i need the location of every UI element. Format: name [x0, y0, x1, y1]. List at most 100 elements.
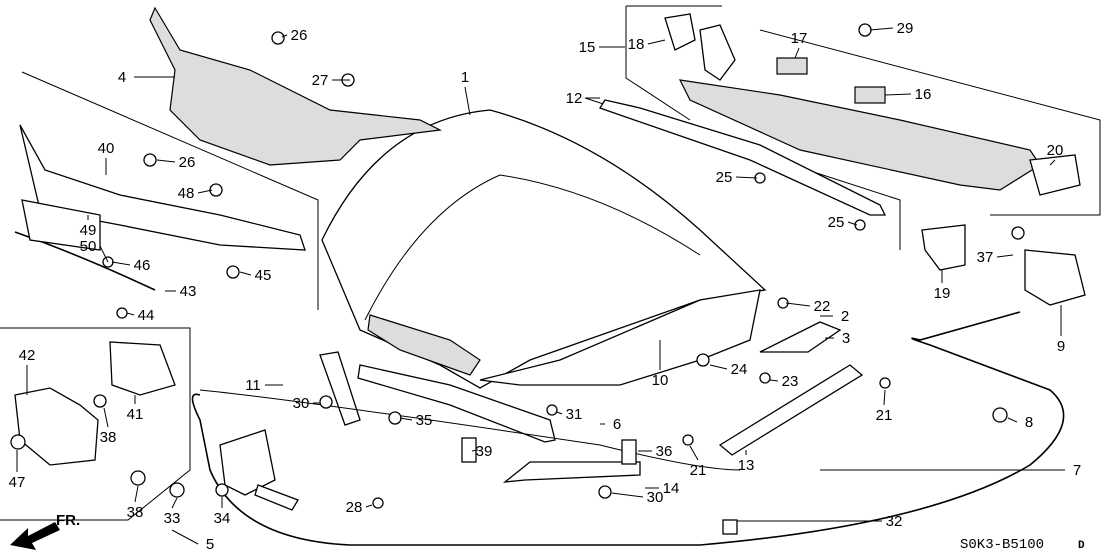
leader-line-21 [883, 389, 886, 406]
leader-line-45 [239, 271, 252, 276]
callout-47: 47 [9, 474, 26, 491]
hood-latch [219, 429, 276, 496]
callout-26: 26 [179, 154, 196, 171]
leader-line-22 [785, 302, 811, 307]
callout-27: 27 [312, 72, 329, 89]
rail-bracket-14 [502, 461, 641, 483]
callout-40: 40 [98, 140, 115, 157]
callout-1: 1 [461, 69, 469, 86]
callout-45: 45 [255, 267, 272, 284]
callout-31: 31 [566, 406, 583, 423]
callout-19: 19 [934, 285, 951, 302]
leader-line-44 [126, 312, 135, 316]
callout-30: 30 [293, 395, 310, 412]
callout-5: 5 [206, 536, 214, 553]
callout-30: 30 [647, 489, 664, 506]
callout-42: 42 [19, 347, 36, 364]
callout-22: 22 [814, 298, 831, 315]
diagram-suffix: D [1078, 540, 1085, 552]
callout-35: 35 [416, 412, 433, 429]
callout-21: 21 [690, 462, 707, 479]
cowl-end-right [1029, 154, 1081, 196]
leader-lines [16, 27, 1065, 545]
callout-11: 11 [245, 377, 261, 394]
leader-line-25 [847, 221, 858, 226]
leader-line-25 [735, 176, 758, 179]
leader-line-39 [471, 449, 479, 452]
callout-14: 14 [663, 480, 680, 497]
cowl-group-frame [625, 5, 1101, 216]
hood-panel [321, 109, 767, 389]
callout-8: 8 [1025, 414, 1033, 431]
callout-49: 49 [80, 222, 97, 239]
lock-cover [14, 387, 99, 466]
leader-line-26 [281, 34, 288, 38]
callout-15: 15 [579, 39, 596, 56]
lock-group-frame [0, 327, 191, 521]
callout-37: 37 [977, 249, 994, 266]
hinge-bracket [921, 224, 966, 271]
callout-17: 17 [791, 30, 808, 47]
callout-20: 20 [1047, 142, 1064, 159]
callout-39: 39 [476, 443, 493, 460]
leader-line-48 [197, 189, 213, 194]
leader-line-26 [156, 159, 176, 163]
callout-13: 13 [738, 457, 755, 474]
callout-16: 16 [915, 86, 932, 103]
callout-25: 25 [716, 169, 733, 186]
hood-lock [109, 341, 176, 396]
callout-10: 10 [652, 372, 669, 389]
callout-38: 38 [100, 429, 117, 446]
callout-50: 50 [80, 238, 97, 255]
leader-line-8 [1007, 417, 1018, 423]
callout-38: 38 [127, 504, 144, 521]
hood-seal [599, 99, 887, 216]
callout-28: 28 [346, 499, 363, 516]
callout-7: 7 [1073, 462, 1081, 479]
fasteners [10, 23, 1025, 535]
hood-support-strut [718, 364, 864, 456]
grille-opening [367, 314, 481, 376]
front-direction-label: FR. [56, 512, 80, 529]
cable-loop [199, 389, 741, 471]
front-rail [357, 364, 556, 443]
callout-29: 29 [897, 20, 914, 37]
callout-25: 25 [828, 214, 845, 231]
callout-33: 33 [164, 510, 181, 527]
callout-12: 12 [566, 90, 583, 107]
callout-41: 41 [127, 406, 144, 423]
hood-insulator [479, 289, 761, 386]
latch-lever [254, 484, 299, 511]
leader-line-28 [365, 504, 373, 508]
callout-36: 36 [656, 443, 673, 460]
callout-6: 6 [613, 416, 621, 433]
clip-18 [664, 13, 696, 51]
callout-46: 46 [134, 257, 151, 274]
clip-16 [854, 86, 886, 104]
callout-21: 21 [876, 407, 893, 424]
callout-48: 48 [178, 185, 195, 202]
leader-line-23 [769, 379, 779, 382]
callout-4: 4 [118, 69, 126, 86]
diagram-code: S0K3-B5100 [960, 537, 1044, 553]
callout-44: 44 [138, 307, 155, 324]
leader-line-37 [996, 254, 1014, 258]
front-direction-arrow-icon [10, 522, 60, 550]
leader-line-38 [103, 407, 109, 428]
leader-line-38 [134, 485, 139, 503]
hood-hinge [1024, 249, 1086, 306]
cowl-end-left [699, 24, 736, 81]
leader-line-29 [869, 27, 894, 31]
leader-line-21 [689, 445, 699, 461]
cowl-cover [678, 79, 1041, 191]
rail-bracket-11 [319, 351, 361, 426]
leader-line-24 [709, 364, 728, 370]
callout-18: 18 [628, 36, 645, 53]
leader-line-1 [464, 86, 471, 116]
callout-23: 23 [782, 373, 799, 390]
leader-line-17 [794, 47, 800, 59]
callout-34: 34 [214, 510, 231, 527]
